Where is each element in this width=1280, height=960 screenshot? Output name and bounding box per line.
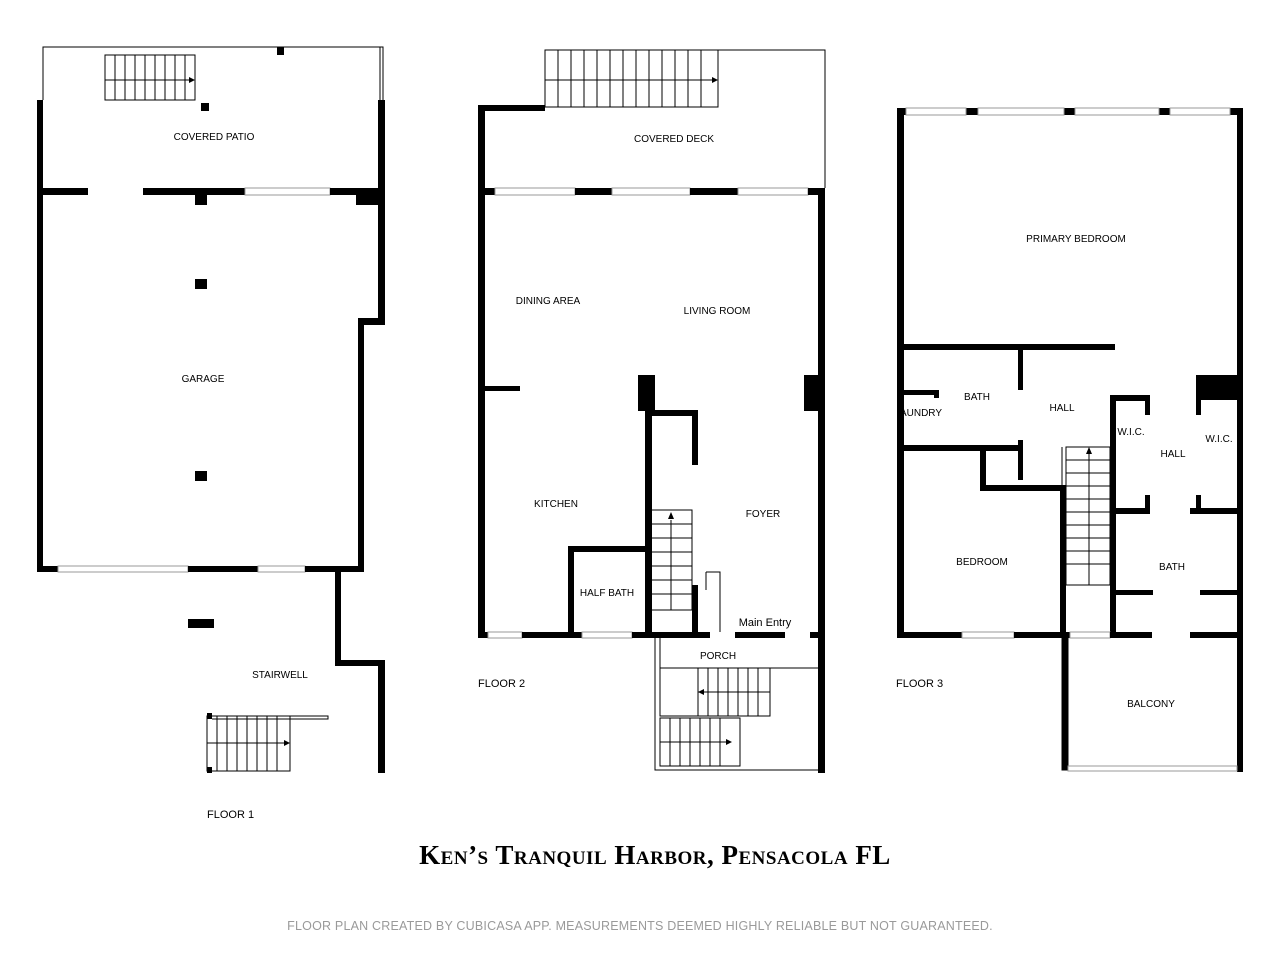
room-balcony: BALCONY — [1127, 699, 1175, 710]
stairs-icon — [1061, 446, 1111, 586]
room-foyer: FOYER — [746, 509, 780, 520]
stairs-icon — [104, 54, 196, 101]
stairs-icon — [649, 509, 721, 632]
floor-2-label: FLOOR 2 — [478, 678, 525, 690]
stairs-icon — [544, 49, 719, 108]
floor-1-label: FLOOR 1 — [207, 809, 254, 821]
page-title: Ken’s Tranquil Harbor, Pensacola FL — [419, 840, 891, 870]
floor-3-plan: PRIMARY BEDROOM BATH AUNDRY HALL W.I.C. … — [896, 107, 1243, 772]
room-laundry: AUNDRY — [900, 408, 942, 419]
floor-3-label: FLOOR 3 — [896, 678, 943, 690]
room-garage: GARAGE — [182, 374, 225, 385]
room-dining-area: DINING AREA — [516, 296, 581, 307]
room-wic-2: W.I.C. — [1205, 434, 1232, 445]
main-entry-label: Main Entry — [739, 617, 792, 629]
room-covered-deck: COVERED DECK — [634, 134, 714, 145]
stairs-icon — [659, 667, 771, 767]
room-living-room: LIVING ROOM — [684, 306, 751, 317]
room-bedroom: BEDROOM — [956, 557, 1008, 568]
room-bath-2: BATH — [1159, 562, 1185, 573]
footer-disclaimer: FLOOR PLAN CREATED BY CUBICASA APP. MEAS… — [287, 919, 993, 933]
room-hall-2: HALL — [1160, 449, 1185, 460]
floor-1-plan: COVERED PATIO GARAGE STAIRWELL FLOOR 1 — [37, 46, 385, 821]
stairs-icon — [206, 713, 329, 773]
room-wic-1: W.I.C. — [1117, 427, 1144, 438]
room-primary-bedroom: PRIMARY BEDROOM — [1026, 234, 1126, 245]
room-half-bath: HALF BATH — [580, 588, 634, 599]
room-hall-1: HALL — [1049, 403, 1074, 414]
room-bath-1: BATH — [964, 392, 990, 403]
room-covered-patio: COVERED PATIO — [174, 132, 255, 143]
room-stairwell: STAIRWELL — [252, 670, 308, 681]
floor-2-plan: COVERED DECK DINING AREA LIVING ROOM KIT… — [478, 49, 826, 773]
room-porch: PORCH — [700, 651, 736, 662]
room-kitchen: KITCHEN — [534, 499, 578, 510]
